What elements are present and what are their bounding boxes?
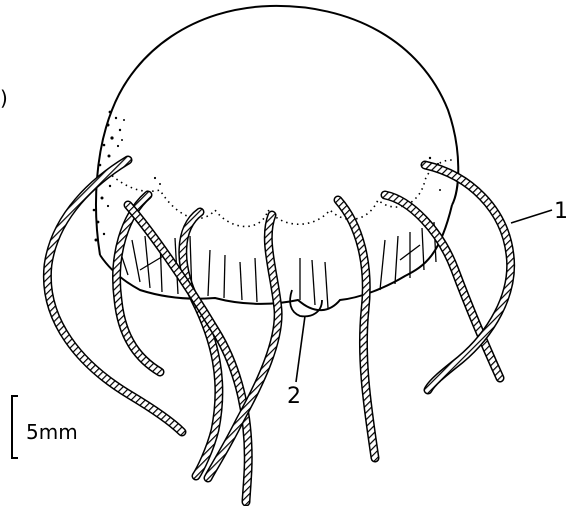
scale-label: 5mm xyxy=(26,422,78,442)
manubrium xyxy=(290,290,322,316)
scale-bar xyxy=(12,396,18,458)
label-1: 1 xyxy=(554,201,568,223)
dotted-margin xyxy=(108,160,452,227)
leader-line-1 xyxy=(511,210,552,223)
leader-line-2 xyxy=(296,316,305,382)
label-2: 2 xyxy=(287,386,301,408)
panel-mark: ) xyxy=(0,88,8,108)
tentacles xyxy=(47,160,510,502)
